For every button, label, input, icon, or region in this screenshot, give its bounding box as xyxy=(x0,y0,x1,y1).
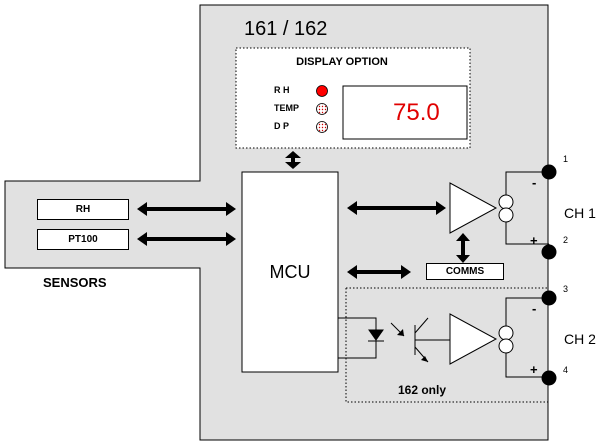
indicator-label-rh: R H xyxy=(274,85,290,95)
arrow-rh-mcu xyxy=(137,202,236,216)
ch1-plus-sign: + xyxy=(530,233,538,248)
terminal-3 xyxy=(541,290,557,306)
comms-box: COMMS xyxy=(426,263,504,280)
optional-section-outline xyxy=(345,287,548,403)
terminal-4 xyxy=(541,370,557,386)
sensor-box-rh: RH xyxy=(37,199,129,220)
indicator-led-dp xyxy=(316,121,328,133)
unit-title: 161 / 162 xyxy=(244,18,328,40)
arrow-comms-ch1 xyxy=(456,233,470,263)
ch2-label: CH 2 xyxy=(564,331,596,347)
display-readout-value: 75.0 xyxy=(393,99,440,126)
indicator-led-rh xyxy=(316,85,328,97)
arrow-pt100-mcu xyxy=(137,232,236,246)
opto-isolator xyxy=(338,317,450,363)
terminal-label-1: 1 xyxy=(563,154,569,164)
terminal-label-4: 4 xyxy=(563,365,569,375)
ch2-plus-sign: + xyxy=(530,362,538,377)
display-readout-box xyxy=(342,85,468,140)
sensor-box-pt100: PT100 xyxy=(37,229,129,250)
optional-section-label: 162 only xyxy=(398,383,447,397)
indicator-label-dp: D P xyxy=(274,121,290,131)
arrow-display-mcu xyxy=(285,151,301,169)
display-option-title: DISPLAY OPTION xyxy=(296,56,388,68)
sensors-label: SENSORS xyxy=(43,275,107,290)
ch1-label: CH 1 xyxy=(564,205,596,221)
ch1-minus-sign: - xyxy=(532,175,537,190)
terminal-1 xyxy=(541,164,557,180)
terminal-label-3: 3 xyxy=(563,284,569,294)
ch2-minus-sign: - xyxy=(532,301,537,316)
mcu-box xyxy=(241,171,339,373)
mcu-label: MCU xyxy=(269,262,311,282)
ch1-output-stage xyxy=(449,171,549,245)
arrow-mcu-comms xyxy=(347,265,411,279)
ch2-output-stage xyxy=(449,297,549,378)
arrow-mcu-ch1 xyxy=(347,201,446,215)
indicator-led-temp xyxy=(316,103,328,115)
terminal-label-2: 2 xyxy=(563,235,569,245)
indicator-label-temp: TEMP xyxy=(274,103,300,113)
